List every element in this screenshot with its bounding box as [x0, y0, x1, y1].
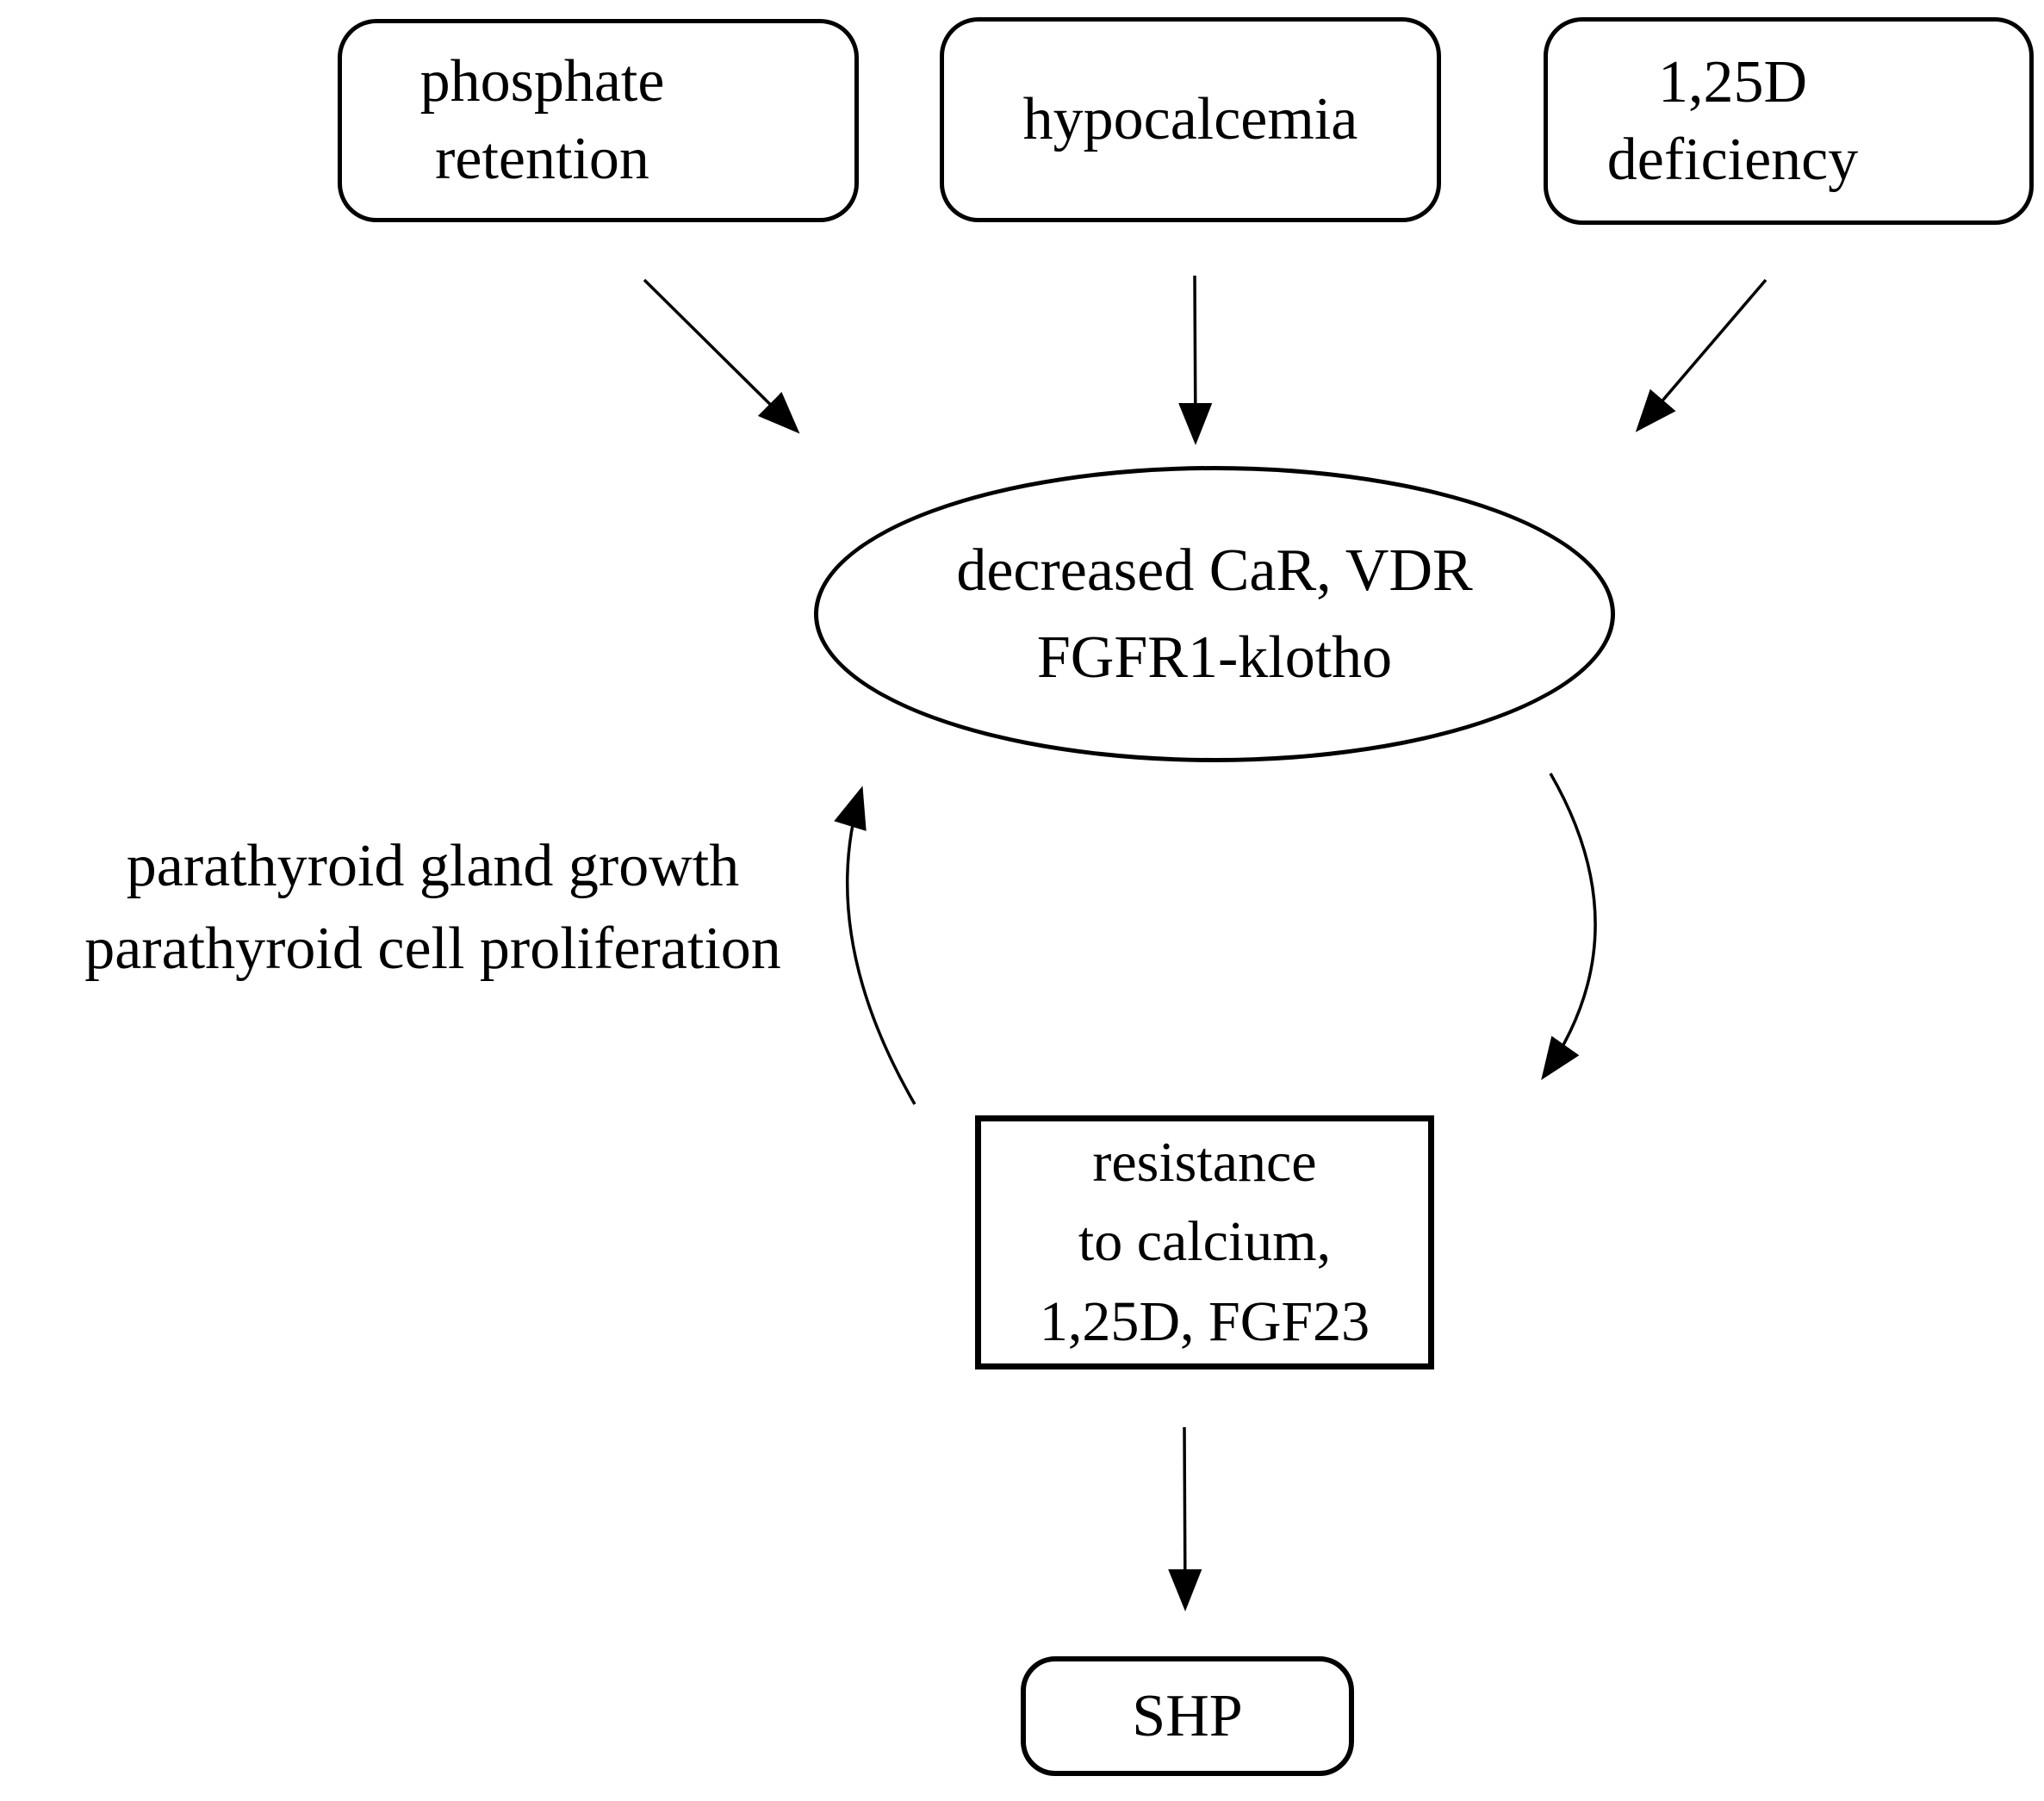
arrow-deficiency-to-central [1635, 278, 1768, 432]
arrow-resistance-to-central-curve [834, 786, 916, 1105]
arrow-hypocalcemia-to-central [1178, 275, 1213, 445]
node-phosphate-retention: phosphate retention [338, 19, 859, 222]
node-hypocalcemia: hypocalcemia [940, 17, 1441, 222]
node-shp: SHP [1021, 1656, 1354, 1776]
node-125d-deficiency: 1,25D deficiency [1544, 17, 2034, 225]
arrow-resistance-to-shp [1168, 1426, 1202, 1612]
node-resistance: resistance to calcium, 1,25D, FGF23 [975, 1115, 1434, 1369]
arrow-phosphate-to-central [643, 278, 800, 434]
node-central-decreased-receptors: decreased CaR, VDR FGFR1-klotho [814, 466, 1615, 762]
arrow-central-to-resistance-curve [1541, 773, 1597, 1081]
loop-label-parathyroid: parathyroid gland growth parathyroid cel… [84, 833, 781, 982]
